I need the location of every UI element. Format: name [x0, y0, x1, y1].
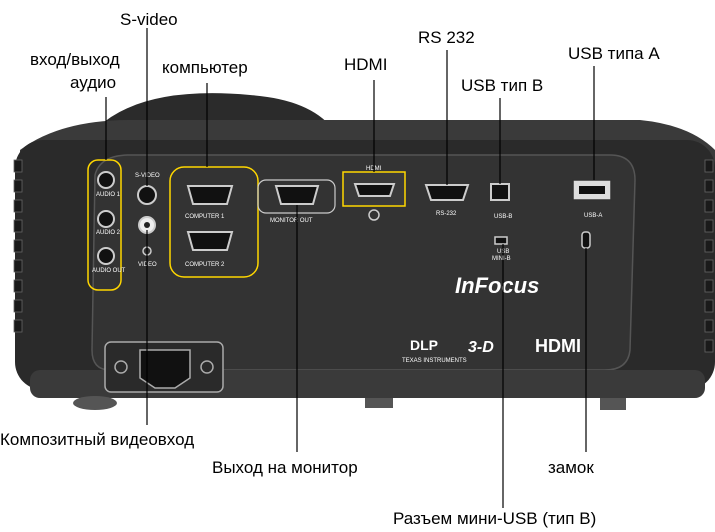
monitor-out-port-text: MONITOR OUT: [270, 218, 313, 224]
usb-b-port-text: USB-B: [494, 214, 512, 220]
audio1-text: AUDIO 1: [96, 192, 121, 198]
usb-a-port-text: USB-A: [584, 213, 602, 219]
audio-label-line2: аудио: [70, 73, 117, 92]
rear-panel: [91, 154, 636, 371]
threed-logo: 3-D: [468, 339, 494, 356]
hdmi-port: [353, 183, 396, 197]
usb-b-label: USB тип B: [461, 76, 544, 95]
computer2-port: [186, 231, 234, 251]
hdmi-logo: HDMI: [535, 336, 581, 356]
mini-usb-label: Разъем мини-USB (тип B): [393, 509, 597, 528]
computer-highlight: [169, 166, 259, 278]
audio-label-line1: вход/выход: [30, 50, 120, 69]
s-video-port: [137, 185, 157, 205]
right-vent: [704, 159, 714, 353]
audio-out-text: AUDIO OUT: [92, 268, 126, 274]
power-socket: [139, 349, 191, 389]
s-video-label: S-video: [120, 10, 178, 29]
usb-mini-text-2: MINI-B: [492, 256, 511, 262]
computer1-port: [186, 185, 234, 205]
left-vent: [13, 159, 23, 333]
usb-mini-port: [494, 236, 508, 245]
monitor-out-label: Выход на монитор: [212, 458, 358, 477]
computer-label: компьютер: [162, 58, 248, 77]
foot-right: [600, 398, 626, 410]
audio2-text: AUDIO 2: [96, 230, 121, 236]
audio-jacks: [97, 171, 115, 265]
brand-logo: InFocus: [455, 273, 539, 298]
hdmi-label: HDMI: [344, 55, 388, 74]
rs232-port: [424, 184, 470, 201]
computer1-text: COMPUTER 1: [185, 214, 225, 220]
rs232-port-text: RS-232: [436, 211, 457, 217]
rs232-label: RS 232: [418, 28, 475, 47]
lock-slot: [581, 231, 591, 249]
usb-b-port: [490, 183, 510, 201]
monitor-out-port: [274, 185, 320, 205]
foot-left: [73, 396, 117, 410]
usb-a-port: [579, 186, 605, 194]
lock-label: замок: [548, 458, 594, 477]
foot-center: [365, 398, 393, 408]
leader-lines: [105, 28, 595, 508]
audio-highlight: [87, 159, 122, 291]
dlp-logo: DLP: [410, 337, 438, 353]
composite-label: Композитный видеовход: [0, 430, 195, 449]
ti-logo: TEXAS INSTRUMENTS: [402, 358, 467, 364]
computer2-text: COMPUTER 2: [185, 262, 225, 268]
usb-a-label: USB типа A: [568, 44, 660, 63]
